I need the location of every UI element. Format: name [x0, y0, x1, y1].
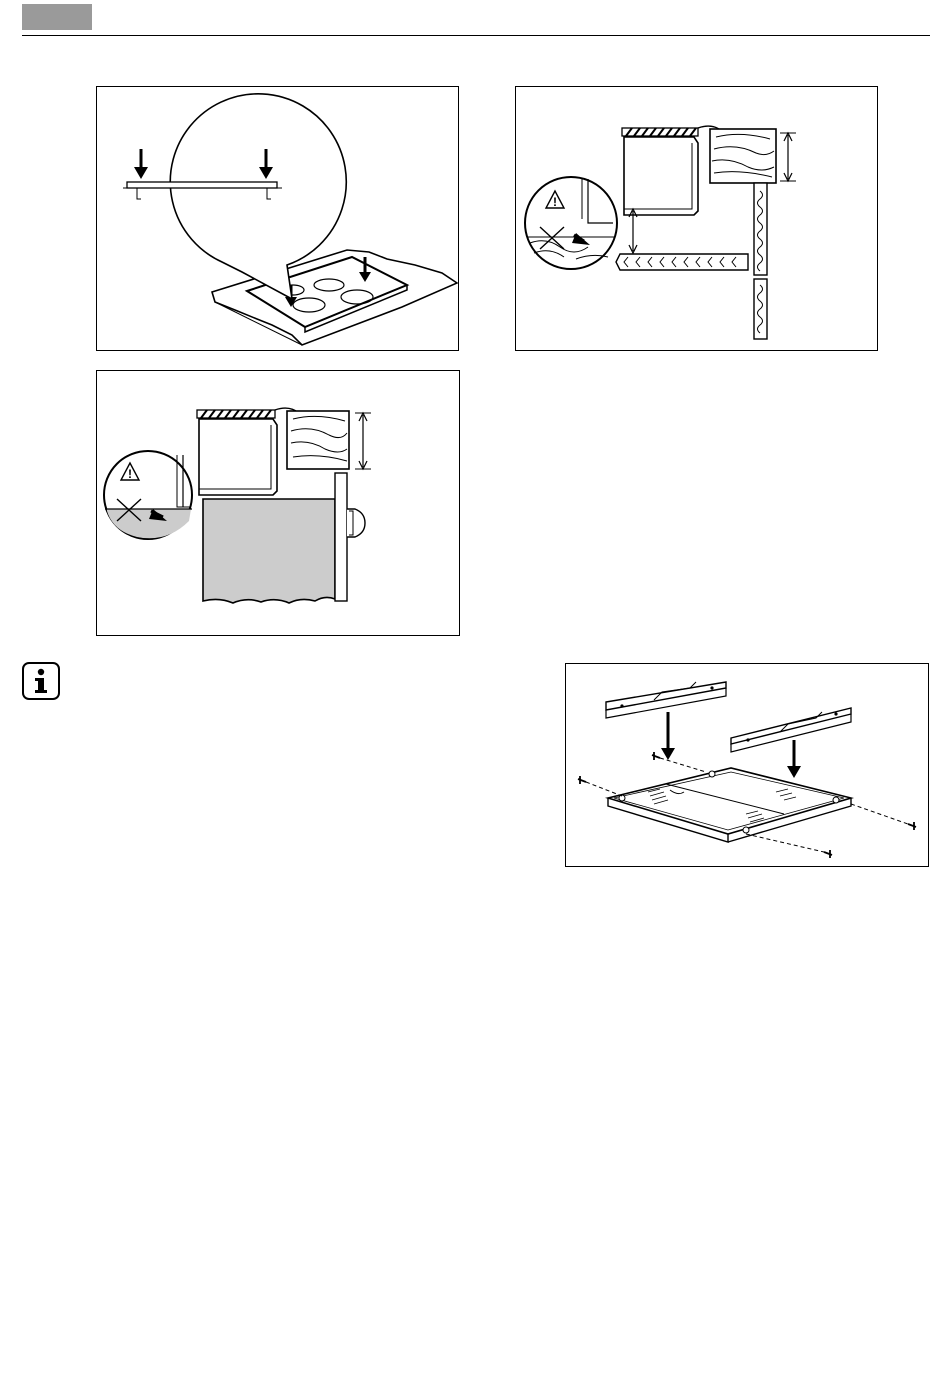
header-tab — [22, 4, 92, 30]
figure-clearance-open-space: ! — [515, 86, 878, 351]
figure-hob-installation — [96, 86, 459, 351]
figure-clearance-oven-below: ! — [96, 370, 460, 636]
header-rule — [22, 35, 930, 36]
clearance-warning-illustration: ! — [516, 87, 878, 351]
svg-text:!: ! — [553, 195, 557, 209]
info-icon — [22, 662, 60, 700]
oven-below-clearance-illustration: ! — [97, 371, 460, 636]
protection-box-assembly-illustration — [566, 664, 929, 867]
hob-press-into-worktop-illustration — [97, 87, 459, 351]
figure-protection-box-assembly — [565, 663, 929, 867]
svg-text:!: ! — [128, 467, 132, 481]
